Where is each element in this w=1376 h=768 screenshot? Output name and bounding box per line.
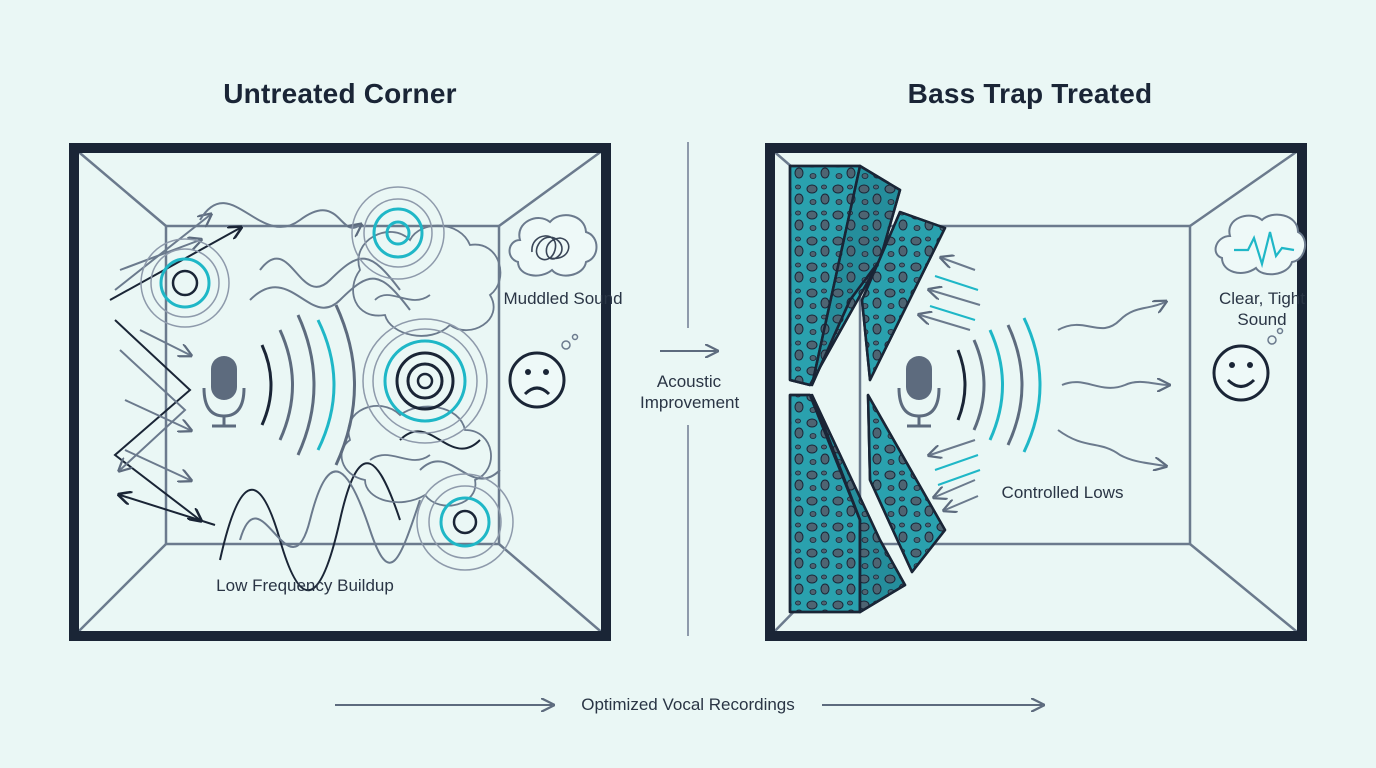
frown-face-icon [508, 333, 579, 409]
low-frequency-buildup-label: Low Frequency Buildup [216, 576, 394, 595]
left-back-wall [164, 224, 501, 546]
optimized-vocal-recordings-label: Optimized Vocal Recordings [581, 695, 795, 714]
right-room-frame [765, 143, 1307, 641]
left-pressure-zones [140, 186, 514, 571]
untreated-corner-title: Untreated Corner [223, 78, 457, 109]
bass-trap-lower-front [788, 393, 862, 614]
center-divider [660, 142, 716, 636]
left-sound-waves [260, 304, 356, 466]
pressure-zone-top-center [351, 186, 445, 280]
right-room [765, 143, 1307, 641]
left-room [69, 143, 611, 641]
right-back-wall [858, 224, 1192, 546]
left-reflection-arrows [109, 202, 360, 526]
bass-trap-lower-back [810, 393, 907, 614]
left-low-frequency-waves [219, 257, 501, 591]
left-muddy-clouds [340, 224, 502, 507]
microphone-icon [897, 356, 941, 428]
microphone-icon [202, 356, 246, 428]
acoustic-improvement-label: Acoustic Improvement [640, 372, 740, 412]
pressure-zone-center [362, 318, 488, 444]
smile-face-icon [1212, 327, 1284, 402]
bass-traps [788, 164, 947, 614]
right-sound-waves [956, 317, 1042, 453]
clear-tight-sound-label: Clear, Tight Sound [1219, 289, 1305, 329]
bass-trap-lower-side [866, 393, 947, 574]
right-clean-arrows [1057, 302, 1168, 466]
tangle-cloud-icon [508, 214, 598, 277]
waveform-cloud-icon [1214, 213, 1307, 276]
right-absorbed-arrows [920, 258, 981, 510]
controlled-lows-label: Controlled Lows [1001, 483, 1124, 502]
muddled-sound-label: Muddled Sound [503, 289, 623, 308]
bass-trap-treated-title: Bass Trap Treated [907, 78, 1153, 109]
pressure-zone-top-left [140, 238, 230, 328]
left-room-frame [69, 143, 611, 641]
bass-trap-upper-back [810, 164, 902, 387]
bass-trap-upper-side [860, 210, 947, 382]
pressure-zone-bottom-right [416, 473, 514, 571]
